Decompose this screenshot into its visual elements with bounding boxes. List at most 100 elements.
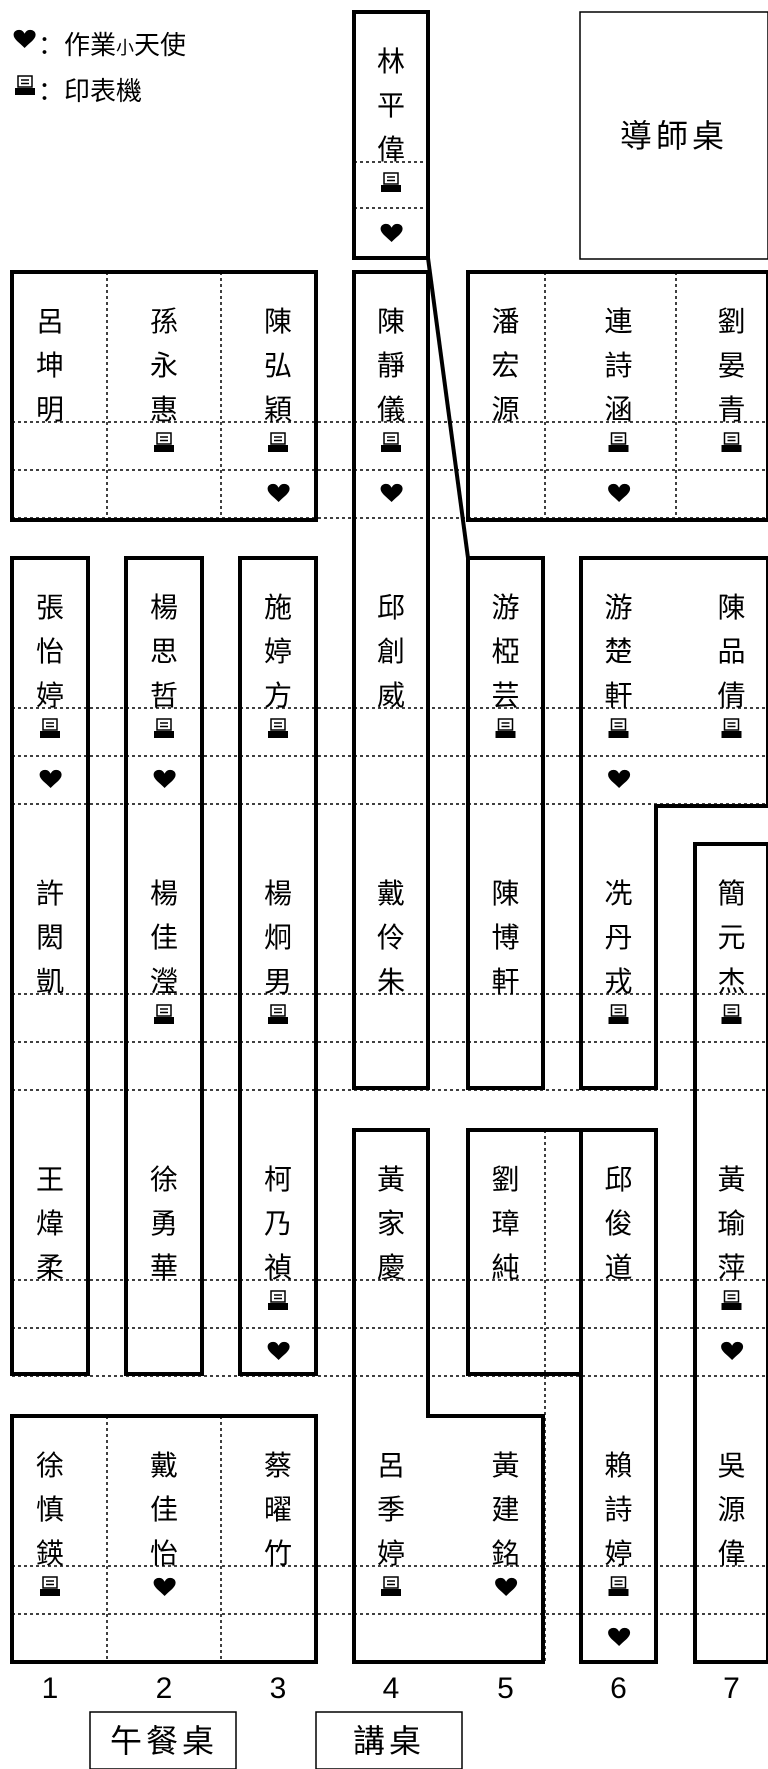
heart-icon [267, 1341, 290, 1360]
seat-name-char: 靜 [377, 349, 405, 382]
seat-name-char: 品 [717, 635, 745, 668]
seat-name-char: 徐 [36, 1449, 64, 1482]
seat-name-char: 陳 [377, 305, 405, 338]
seat-name-char: 楊 [150, 591, 178, 624]
seat-name-char: 劉 [491, 1163, 519, 1196]
seat: 游楚軒 [604, 591, 633, 788]
seat-name-char: 黃 [377, 1163, 405, 1196]
column-number: 4 [383, 1672, 400, 1705]
seat: 吳源偉 [717, 1449, 745, 1570]
seat-name-char: 施 [264, 591, 292, 624]
seat-name-char: 思 [150, 635, 178, 668]
seat: 邱創威 [377, 591, 405, 712]
seat: 冼丹戎 [604, 877, 633, 1024]
desk-group-outline [466, 556, 545, 1090]
heart-icon [608, 483, 631, 502]
seat: 黃瑜萍 [717, 1163, 746, 1360]
printer-icon [721, 432, 742, 452]
seat-name-char: 涵 [604, 393, 632, 426]
seat-name-char: 乃 [264, 1207, 292, 1240]
column-number: 2 [156, 1672, 173, 1705]
seat-name-char: 坤 [36, 349, 64, 382]
seat-name-char: 源 [491, 393, 519, 426]
seat-name-char: 陳 [264, 305, 292, 338]
seat: 簡元杰 [717, 877, 746, 1024]
seat-name-char: 佳 [150, 1493, 178, 1526]
seat-name-char: 許 [36, 877, 64, 910]
printer-icon [40, 1576, 60, 1596]
printer-icon [268, 432, 288, 452]
seat-name-char: 閎 [36, 921, 64, 954]
seat-name-char: 惠 [150, 393, 178, 426]
column-number: 5 [497, 1672, 514, 1705]
lunch-table: 午餐桌 [89, 1711, 237, 1769]
desk-group-outline [10, 270, 318, 522]
seat-name-char: 黃 [717, 1163, 745, 1196]
seat: 劉晏青 [717, 305, 746, 452]
seat-name-char: 永 [150, 349, 178, 382]
heart-icon [608, 769, 631, 788]
seat-name-char: 賴 [604, 1449, 632, 1482]
seat-name-char: 楊 [264, 877, 292, 910]
printer-icon [608, 1576, 629, 1596]
desk-group-outline [466, 270, 768, 522]
legend: ：作業小天使 ：印表機 [13, 29, 186, 107]
podium: 講桌 [315, 1711, 463, 1769]
column-number: 6 [610, 1672, 627, 1705]
seat: 徐慎鍈 [36, 1449, 64, 1596]
heart-icon [39, 769, 62, 788]
seat: 楊佳瀅 [150, 877, 178, 1024]
seat-name-char: 方 [264, 679, 292, 712]
printer-icon [721, 1290, 742, 1310]
column-number: 3 [270, 1672, 287, 1705]
seat-name-char: 朱 [377, 965, 405, 998]
printer-icon [608, 1004, 629, 1024]
seat-name-char: 萍 [717, 1251, 745, 1284]
seat-name-char: 怡 [36, 635, 64, 668]
seat-name-char: 劉 [717, 305, 745, 338]
seat-name-char: 勇 [150, 1207, 178, 1240]
seat-name-char: 平 [377, 89, 405, 122]
seat: 王煒柔 [36, 1163, 64, 1284]
printer-icon [154, 1004, 174, 1024]
aisle-line [426, 257, 470, 559]
printer-icon [154, 432, 174, 452]
seat-name-char: 邱 [604, 1163, 632, 1196]
seat-name-char: 呂 [377, 1449, 405, 1482]
seat-name-char: 炯 [264, 921, 292, 954]
printer-icon [381, 1576, 401, 1596]
seat-name-char: 佳 [150, 921, 178, 954]
seat-name-char: 游 [491, 591, 519, 624]
printer-icon [381, 172, 401, 192]
printer-icon [608, 432, 629, 452]
podium-label: 講桌 [353, 1722, 425, 1760]
seat: 呂季婷 [377, 1449, 405, 1596]
seat: 陳博軒 [491, 877, 519, 998]
heart-icon [380, 223, 403, 242]
seat: 游椏芸 [491, 591, 520, 738]
heart-icon [721, 1341, 744, 1360]
printer-icon [721, 718, 742, 738]
seat-name-char: 伶 [377, 921, 405, 954]
seat: 戴佳怡 [150, 1449, 178, 1596]
seat-name-char: 椏 [491, 635, 519, 668]
desk-group-outline [466, 1128, 583, 1376]
desk-group-outline [352, 270, 430, 1090]
seat-name-char: 晏 [717, 349, 745, 382]
seat-name-char: 連 [604, 305, 632, 338]
seat-name-char: 婷 [377, 1537, 405, 1570]
seat-name-char: 婷 [264, 635, 292, 668]
seat-name-char: 明 [36, 393, 64, 426]
seat-name-char: 季 [377, 1493, 405, 1526]
seat-name-char: 華 [150, 1251, 178, 1284]
seat-name-char: 元 [717, 921, 745, 954]
seat-name-char: 吳 [717, 1449, 745, 1482]
printer-icon [268, 718, 288, 738]
seat-name-char: 源 [717, 1493, 745, 1526]
seat-name-char: 黃 [491, 1449, 519, 1482]
seat-name-char: 戴 [377, 877, 405, 910]
seat-name-char: 柔 [36, 1251, 64, 1284]
seat-name-char: 哲 [150, 679, 178, 712]
seat-name-char: 儀 [377, 393, 405, 426]
